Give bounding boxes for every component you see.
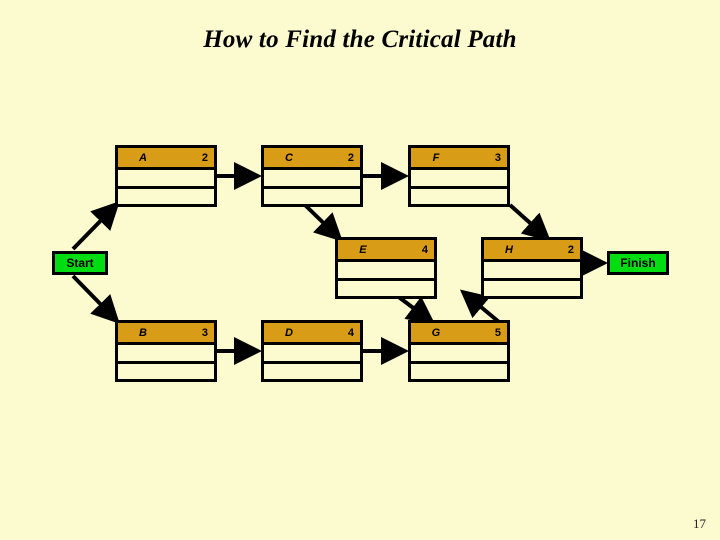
activity-duration-label: 4 — [347, 326, 354, 339]
activity-late-row — [118, 363, 214, 379]
finish-terminator: Finish — [607, 251, 669, 275]
activity-duration-label: 3 — [494, 151, 501, 164]
finish-label: Finish — [620, 256, 656, 270]
activity-late-row — [264, 363, 360, 379]
activity-duration-label: 4 — [421, 243, 428, 256]
start-terminator: Start — [52, 251, 108, 275]
activity-late-row — [264, 188, 360, 204]
activity-early-row — [484, 262, 580, 281]
page-number: 17 — [693, 516, 706, 531]
activity-duration-label: 2 — [567, 243, 574, 256]
connector-start-b — [71, 274, 120, 324]
activity-id-label: H — [504, 243, 513, 256]
activity-early-row — [264, 170, 360, 189]
activity-id-label: E — [359, 243, 367, 256]
activity-late-row — [338, 280, 434, 296]
activity-id-label: A — [138, 151, 147, 164]
activity-duration-label: 5 — [494, 326, 501, 339]
activity-duration-label: 2 — [201, 151, 208, 164]
activity-id-label: G — [431, 326, 441, 339]
activity-duration-label: 3 — [201, 326, 208, 339]
activity-late-row — [411, 363, 507, 379]
activity-early-row — [118, 170, 214, 189]
activity-early-row — [118, 345, 214, 364]
activity-late-row — [411, 188, 507, 204]
activity-id-label: C — [284, 151, 293, 164]
activity-id-label: F — [432, 151, 440, 164]
activity-id-label: D — [284, 326, 293, 339]
activity-early-row — [411, 345, 507, 364]
activity-early-row — [411, 170, 507, 189]
connector-f-h — [508, 203, 551, 242]
activity-early-row — [264, 345, 360, 364]
page-title: How to Find the Critical Path — [203, 26, 517, 53]
connector-c-e — [303, 203, 343, 242]
connector-start-a — [71, 201, 120, 251]
activity-late-row — [484, 280, 580, 296]
activity-duration-label: 2 — [347, 151, 354, 164]
activity-early-row — [338, 262, 434, 281]
activity-id-label: B — [138, 326, 147, 339]
start-label: Start — [66, 256, 94, 270]
activity-late-row — [118, 188, 214, 204]
